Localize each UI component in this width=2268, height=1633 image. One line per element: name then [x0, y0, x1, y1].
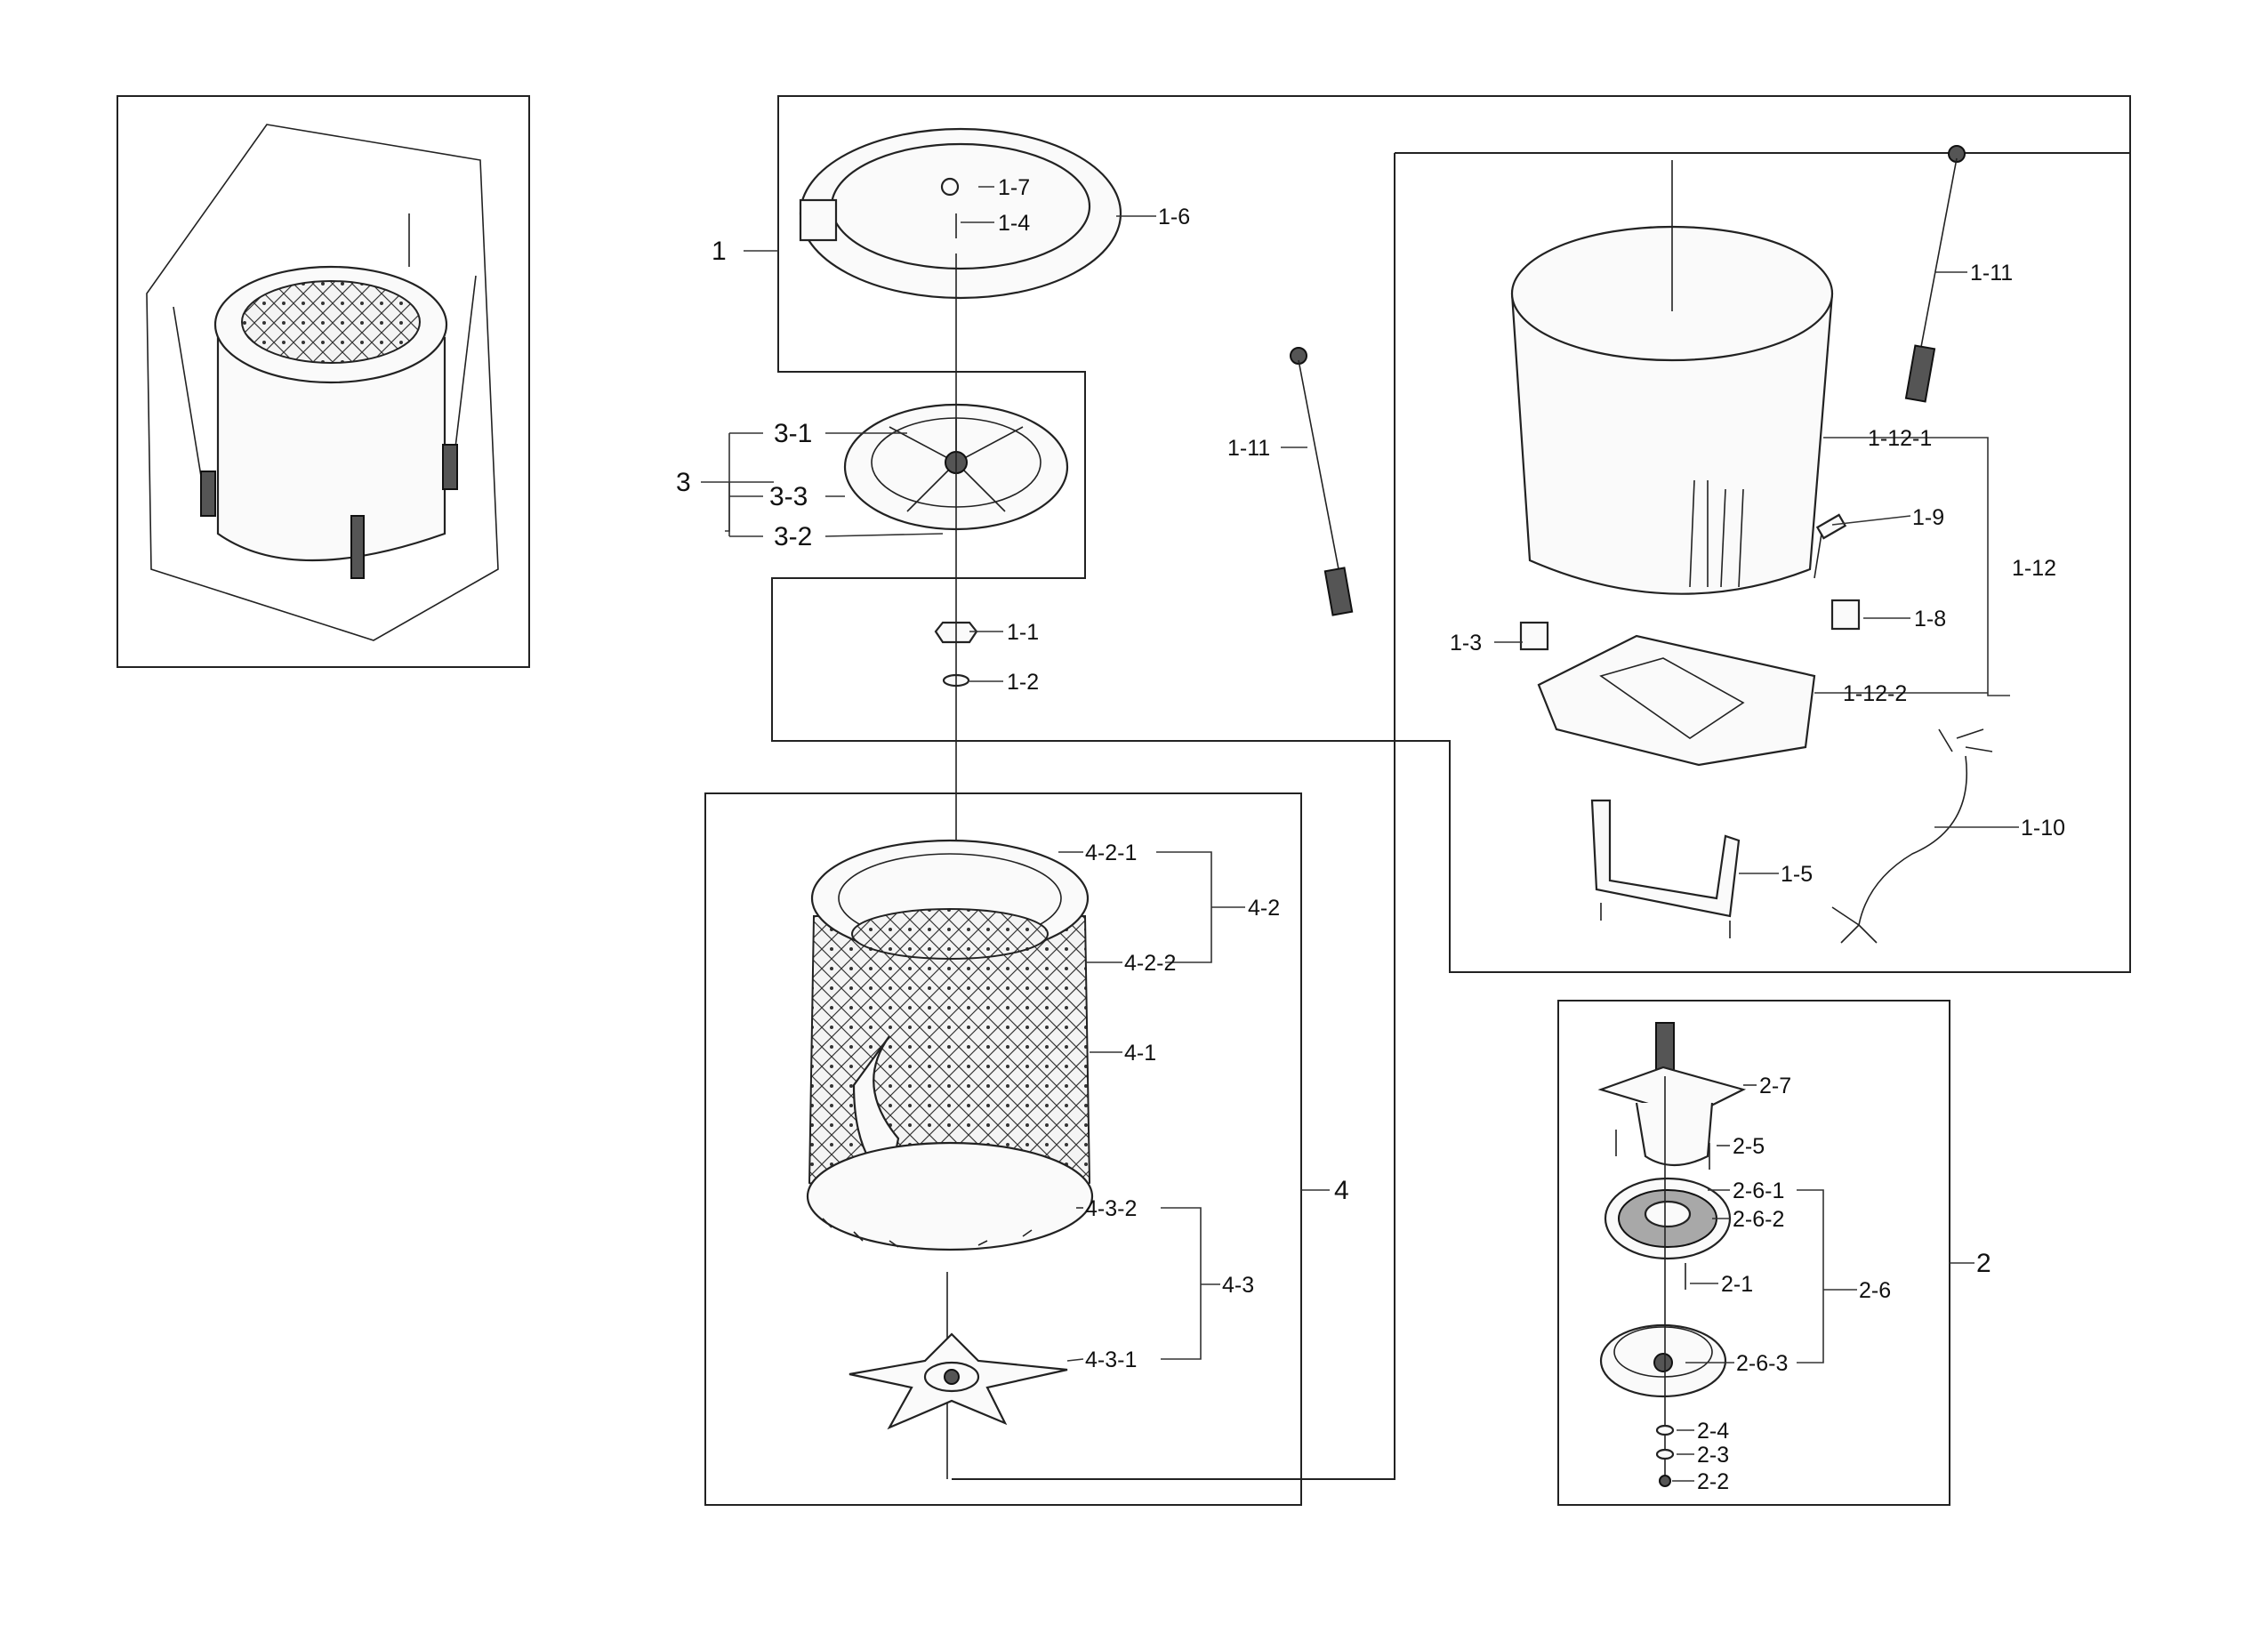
- label-1: 1: [712, 237, 727, 266]
- overview-leg-left: [200, 471, 216, 517]
- label-4-2: 4-2: [1248, 896, 1280, 921]
- label-1-12-2: 1-12-2: [1843, 681, 1907, 706]
- part-1-3: [1519, 621, 1549, 651]
- label-2-3: 2-3: [1697, 1443, 1729, 1468]
- label-1-5: 1-5: [1781, 862, 1813, 887]
- overview-assembly: [117, 95, 530, 668]
- label-2-6-2: 2-6-2: [1733, 1207, 1784, 1232]
- label-1-3: 1-3: [1450, 631, 1482, 656]
- label-1-2: 1-2: [1007, 670, 1039, 695]
- overview-rod-left: [173, 306, 205, 499]
- label-3-3: 3-3: [769, 482, 808, 511]
- suspension-rod-right: [1904, 145, 1966, 403]
- part-2-2: [1659, 1475, 1671, 1487]
- label-2-6-1: 2-6-1: [1733, 1178, 1784, 1203]
- label-2-5: 2-5: [1733, 1134, 1765, 1159]
- overview-leg-right: [442, 444, 458, 490]
- label-2-4: 2-4: [1697, 1419, 1729, 1444]
- group-1-outline: [771, 95, 2131, 973]
- label-4-1: 4-1: [1124, 1041, 1156, 1066]
- overview-rod-right: [453, 275, 477, 463]
- label-2-6-3: 2-6-3: [1736, 1351, 1788, 1376]
- label-1-1: 1-1: [1007, 620, 1039, 645]
- group-4-frame: [704, 792, 1302, 1506]
- cap-1-7: [940, 177, 960, 197]
- stator: [1604, 1177, 1732, 1290]
- part-1-8: [1830, 599, 1861, 631]
- label-4-3-1: 4-3-1: [1085, 1347, 1137, 1372]
- label-4-3-2: 4-3-2: [1085, 1196, 1137, 1221]
- label-3: 3: [676, 468, 691, 497]
- label-1-7: 1-7: [998, 175, 1030, 200]
- part-2-4: [1655, 1424, 1675, 1436]
- rotor: [1599, 1323, 1727, 1398]
- suspension-rod-middle: [1290, 347, 1354, 616]
- label-2: 2: [1976, 1249, 1991, 1278]
- part-2-3: [1655, 1448, 1675, 1460]
- group-1-frame: [771, 95, 2131, 1480]
- wire-harness: [1831, 728, 1993, 944]
- overview-motor-stack: [350, 515, 365, 579]
- label-2-6: 2-6: [1859, 1278, 1891, 1303]
- bracket: [1590, 799, 1741, 938]
- label-2-7: 2-7: [1759, 1074, 1791, 1098]
- label-4-3: 4-3: [1222, 1273, 1254, 1298]
- label-2-2: 2-2: [1697, 1469, 1729, 1494]
- label-1-6: 1-6: [1158, 205, 1190, 229]
- overview-tub-body: [216, 336, 446, 561]
- label-1-10: 1-10: [2021, 816, 2065, 841]
- label-1-11-right: 1-11: [1970, 261, 2013, 286]
- label-4-2-1: 4-2-1: [1085, 841, 1137, 865]
- label-1-12: 1-12: [2012, 556, 2056, 581]
- group-2-frame: [1557, 1000, 1950, 1506]
- tub-base: [1537, 634, 1816, 767]
- basket: [806, 839, 1094, 1251]
- label-1-9: 1-9: [1912, 505, 1944, 530]
- overview-frame: [117, 95, 530, 668]
- label-1-4: 1-4: [998, 211, 1030, 236]
- group-1-inner-outline: [952, 152, 2130, 1480]
- part-1-9: [1814, 513, 1847, 579]
- part-labels: 1 1-7 1-4 1-6 1-1 1-2 1-11 1-11 1-12-1 1…: [676, 175, 2065, 1494]
- label-2-1: 2-1: [1721, 1272, 1753, 1297]
- tub-cover: [799, 127, 1122, 300]
- overview-silhouette: [146, 124, 499, 641]
- label-1-11-middle: 1-11: [1227, 436, 1270, 461]
- label-4-2-2: 4-2-2: [1124, 951, 1176, 976]
- label-1-8: 1-8: [1914, 607, 1946, 631]
- label-4: 4: [1334, 1176, 1349, 1205]
- label-1-12-1: 1-12-1: [1868, 426, 1932, 451]
- overview-basket-mesh: [241, 280, 421, 364]
- outer-tub: [1510, 160, 1834, 595]
- clutch-assembly: [1597, 1022, 1747, 1170]
- label-3-2: 3-2: [774, 522, 812, 551]
- leader-lines: [701, 186, 2019, 1482]
- label-3-1: 3-1: [774, 419, 812, 448]
- spider-flange: [848, 1332, 1068, 1430]
